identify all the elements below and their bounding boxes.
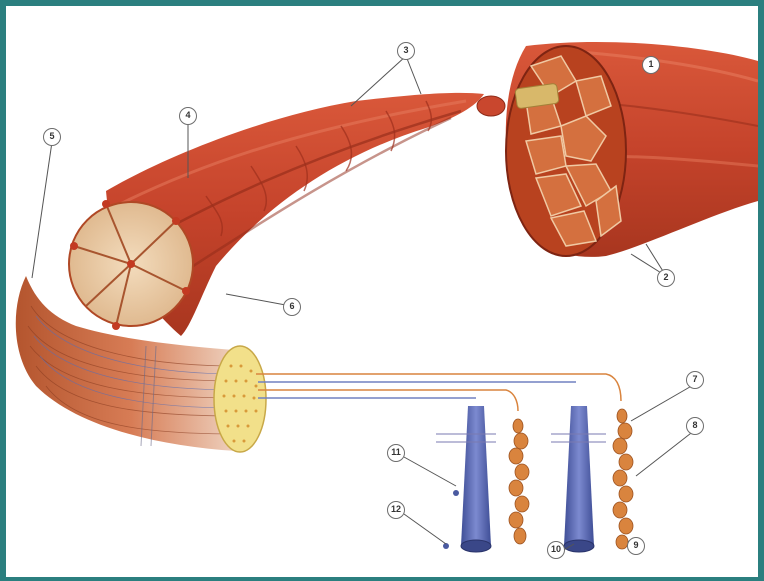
label-marker-3: 3 [397, 42, 415, 60]
label-marker-1: 1 [642, 56, 660, 74]
label-marker-11: 11 [387, 444, 405, 462]
label-marker-4: 4 [179, 107, 197, 125]
label-marker-6: 6 [283, 298, 301, 316]
fascicle-bundle [69, 93, 484, 336]
label-marker-2: 2 [657, 269, 675, 287]
label-marker-8: 8 [686, 417, 704, 435]
label-marker-7: 7 [686, 371, 704, 389]
myofibril-right [551, 406, 633, 552]
label-marker-5: 5 [43, 128, 61, 146]
diagram-canvas: 1 2 3 4 5 6 7 8 9 10 11 12 [6, 6, 758, 577]
label-marker-12: 12 [387, 501, 405, 519]
muscle-structure-illustration [6, 6, 758, 577]
myofibril-strands [256, 374, 621, 411]
label-marker-10: 10 [547, 541, 565, 559]
whole-muscle [477, 42, 758, 257]
label-marker-9: 9 [627, 537, 645, 555]
myofibril-left [436, 406, 529, 552]
